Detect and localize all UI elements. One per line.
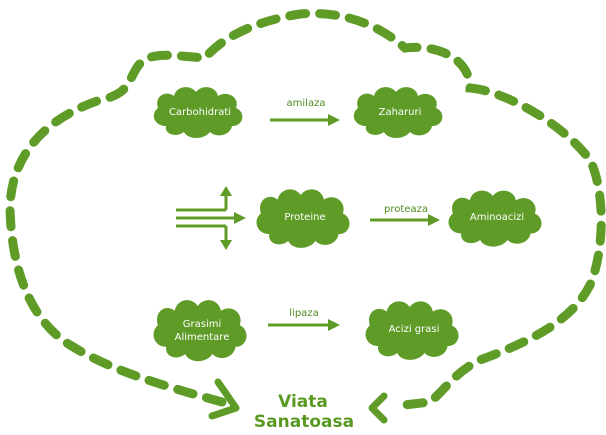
title-line-2: Sanatoasa [253,412,355,432]
arrow-proteaza [370,214,440,226]
node-label-acizi-grasi: Acizi grasi [388,324,440,335]
left-arrowhead-icon [208,378,240,420]
right-arrowhead-icon [368,392,388,424]
arrow-lipaza [268,319,340,331]
split-arrow-icon [176,194,236,242]
loop-arrowheads [208,378,388,424]
node-label-grasimi: Grasimi Alimentare [174,319,230,343]
edge-label-lipaza: lipaza [289,308,319,319]
edge-label-proteaza: proteaza [384,204,428,215]
node-label-carbohidrati: Carbohidrati [168,107,232,118]
edge-label-amilaza: amilaza [286,98,326,109]
arrow-amilaza [270,114,340,126]
node-label-proteine: Proteine [284,212,326,223]
loop-left-path [5,8,606,411]
node-label-aminoacizi: Aminoacizi [469,212,525,223]
dashed-cycle-loop [5,8,606,411]
node-label-zaharuri: Zaharuri [378,107,422,118]
split-arrow-heads [220,186,246,250]
title-line-1: Viata [278,392,328,412]
